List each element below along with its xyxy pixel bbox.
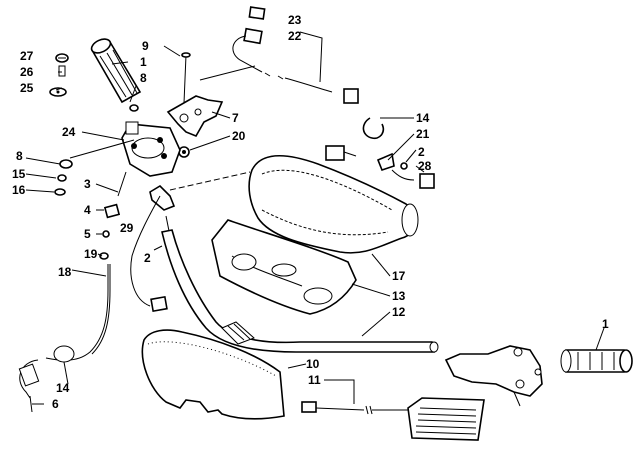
callout-8-upper: 8 — [140, 71, 147, 85]
callout-2-screw-right: 2 — [418, 145, 425, 159]
callout-28: 28 — [418, 159, 432, 173]
callout-16: 16 — [12, 183, 26, 197]
callout-5: 5 — [84, 227, 91, 241]
callout-2-screw-center: 2 — [144, 251, 151, 265]
callout-11: 11 — [308, 373, 321, 387]
callout-labels: 1 1 2 2 3 4 5 6 7 8 8 9 10 11 12 13 14 1… — [12, 13, 609, 411]
callout-7: 7 — [232, 111, 239, 125]
part-1-right-grip — [560, 349, 633, 373]
switch-connectors-right — [325, 117, 435, 189]
part-1-left-grip — [90, 38, 142, 104]
right-control-housing — [444, 345, 543, 407]
part-17-handlebar-pad — [248, 155, 419, 254]
part-22-wire-harness — [232, 27, 359, 104]
callout-15: 15 — [12, 167, 26, 181]
part-23-connector-cap — [248, 6, 266, 20]
part-10-lower-pad — [141, 329, 285, 420]
callout-3: 3 — [84, 177, 91, 191]
callout-8-left: 8 — [16, 149, 23, 163]
callout-22: 22 — [288, 29, 302, 43]
callout-19: 19 — [84, 247, 98, 261]
callout-20: 20 — [232, 129, 246, 143]
callout-23: 23 — [288, 13, 302, 27]
part-24-throttle-housing — [121, 121, 181, 177]
callout-13: 13 — [392, 289, 406, 303]
leader-lines — [25, 31, 605, 405]
callout-17: 17 — [392, 269, 406, 283]
callout-6: 6 — [52, 397, 59, 411]
callout-27: 27 — [20, 49, 34, 63]
callout-4: 4 — [84, 203, 91, 217]
callout-12: 12 — [392, 305, 406, 319]
callout-9: 9 — [142, 39, 149, 53]
reference-lines — [69, 65, 256, 191]
part-11-heating-element — [301, 397, 485, 441]
callout-21: 21 — [416, 127, 430, 141]
part-29-brake-lever — [130, 184, 176, 313]
callout-24: 24 — [62, 125, 76, 139]
callout-14-lower: 14 — [56, 381, 70, 395]
part-7-throttle-lever — [166, 95, 224, 138]
part-20-nut — [178, 146, 190, 158]
part-9-screw — [181, 52, 191, 104]
callout-10: 10 — [306, 357, 320, 371]
callout-1-left-grip: 1 — [140, 55, 147, 69]
callout-14-upper: 14 — [416, 111, 430, 125]
callout-25: 25 — [20, 81, 34, 95]
callout-26: 26 — [20, 65, 34, 79]
parts-25-27-fastener-stack — [49, 53, 69, 97]
part-18-throttle-cable — [18, 264, 111, 413]
callout-29: 29 — [120, 221, 134, 235]
part-13-pad-retainer — [211, 219, 357, 315]
callout-1-right-grip: 1 — [602, 317, 609, 331]
callout-18: 18 — [58, 265, 72, 279]
part-12-handlebar — [161, 229, 439, 353]
